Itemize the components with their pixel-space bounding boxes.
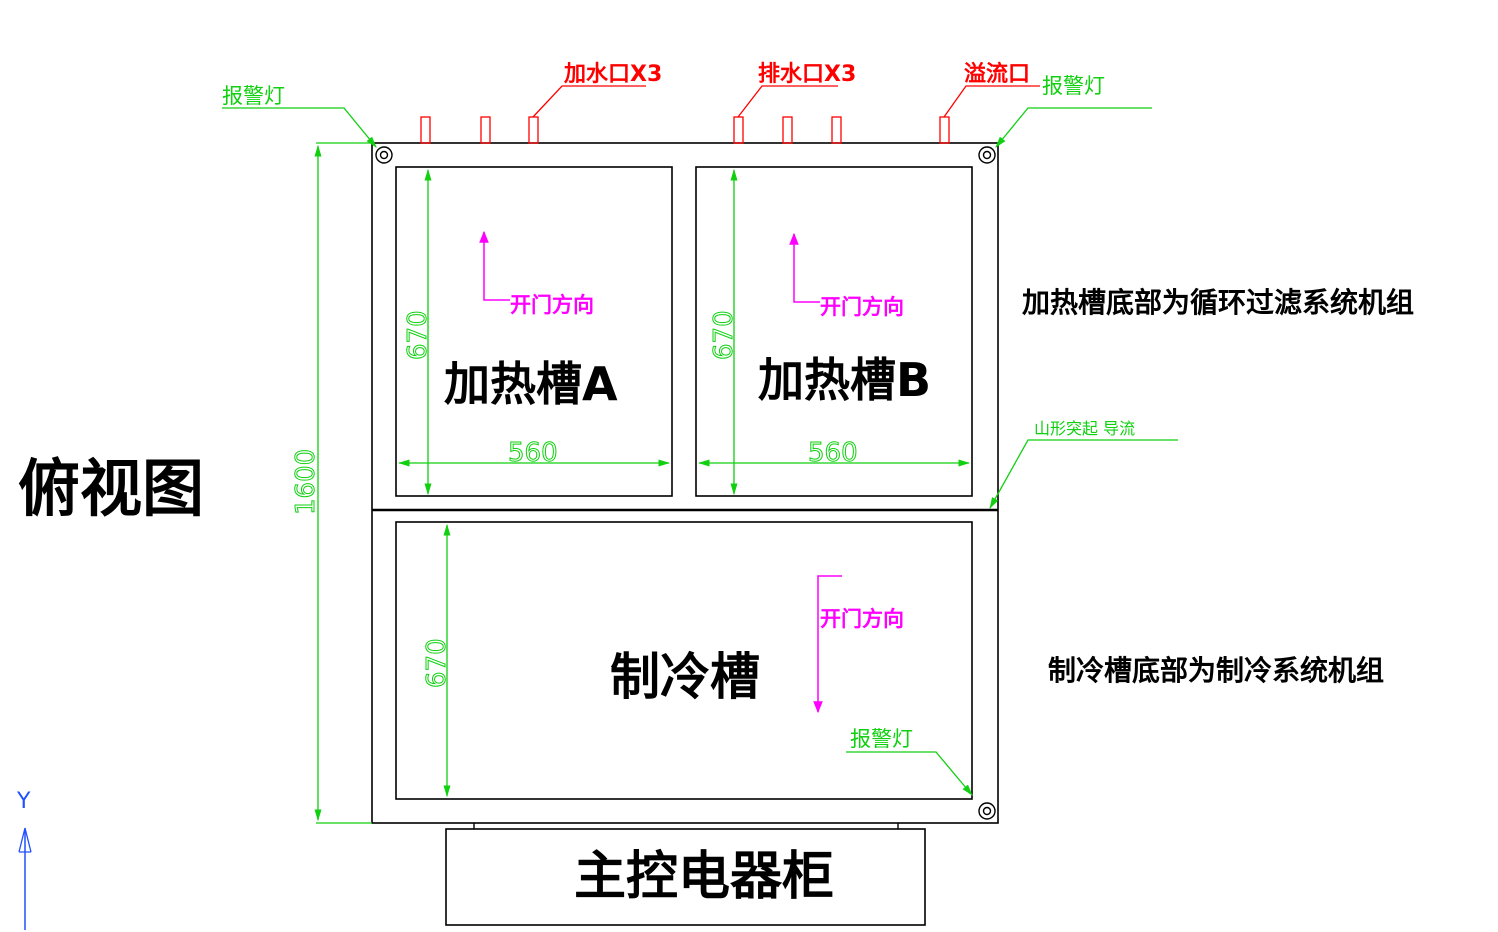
inlet-leader (532, 85, 646, 118)
heat-a-door-label: 开门方向 (510, 293, 594, 317)
alarm-bottom-leader (846, 751, 973, 796)
heating-bottom-note: 加热槽底部为循环过滤系统机组 (1022, 286, 1414, 319)
view-title: 俯视图 (18, 452, 204, 525)
machine-outline (371, 142, 999, 824)
heat-a-door-arrow (479, 230, 510, 301)
control-cabinet (445, 828, 926, 926)
cooling-tank (395, 521, 973, 800)
alarm-left-label: 报警灯 (222, 84, 285, 108)
cooling-label: 制冷槽 (610, 648, 760, 706)
overflow-port (939, 116, 950, 144)
alarm-left-leader (222, 107, 377, 148)
drain-leader (737, 85, 838, 118)
inlet-label: 加水口X3 (563, 62, 662, 87)
heat-tank-b (695, 166, 973, 497)
cooling-height-dim: 670 (422, 638, 452, 688)
heat-a-label: 加热槽A (444, 357, 618, 411)
heat-b-width-dim: 560 (808, 438, 858, 468)
control-cabinet-label: 主控电器柜 (574, 847, 834, 907)
alarm-right-leader (995, 107, 1152, 148)
heat-b-label: 加热槽B (758, 353, 931, 407)
inlet-ports (420, 116, 539, 144)
overall-dim-value: 1600 (291, 449, 321, 515)
heat-b-height-dim: 670 (709, 310, 739, 360)
cooling-bottom-note: 制冷槽底部为制冷系统机组 (1048, 654, 1384, 687)
alarm-light-icon (978, 146, 996, 164)
ridge-label: 山形突起 导流 (1034, 419, 1135, 438)
ridge-leader (989, 439, 1178, 510)
y-axis-label: Y (16, 789, 31, 814)
overflow-label: 溢流口 (964, 61, 1030, 87)
heat-tank-a (395, 166, 673, 497)
heat-a-width-dim: 560 (508, 438, 558, 468)
alarm-right-label: 报警灯 (1042, 74, 1105, 98)
overflow-leader (943, 85, 1040, 118)
cooling-door-label: 开门方向 (820, 607, 904, 631)
alarm-light-icon (375, 146, 393, 164)
cooling-door-arrow (813, 575, 842, 714)
y-axis-icon (18, 827, 32, 930)
heat-b-door-label: 开门方向 (820, 295, 904, 319)
alarm-light-icon (978, 802, 996, 820)
alarm-bottom-label: 报警灯 (850, 727, 913, 751)
overall-dimension (314, 142, 372, 824)
drain-label: 排水口X3 (758, 62, 856, 87)
drain-ports (733, 116, 842, 144)
heat-b-door-arrow (789, 232, 820, 303)
heat-a-height-dim: 670 (403, 310, 433, 360)
